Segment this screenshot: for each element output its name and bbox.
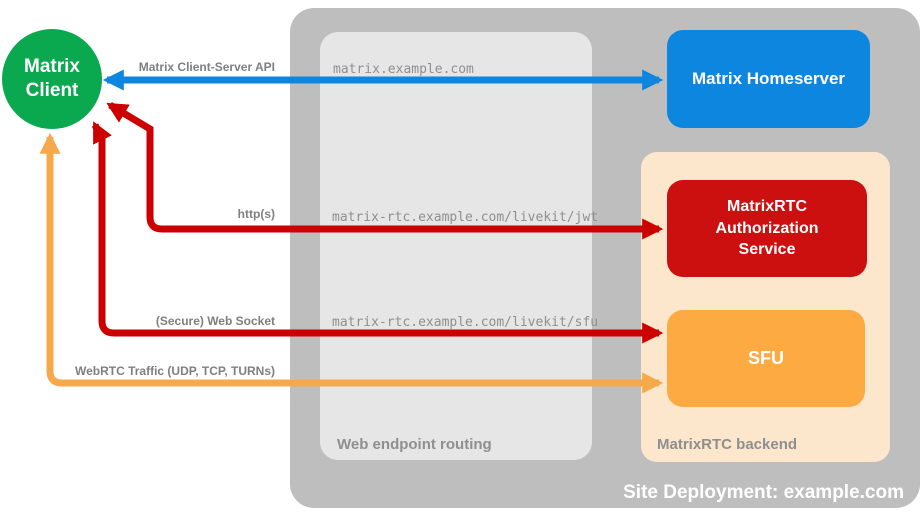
webrtc-traffic-arrow-label: WebRTC Traffic (UDP, TCP, TURNs) [74,364,275,378]
site-deployment-title: Site Deployment: example.com [623,482,904,503]
endpoint-livekit-sfu: matrix-rtc.example.com/livekit/sfu [332,315,599,330]
matrix-client-node: Matrix Client [2,29,102,129]
matrixrtc-backend-label: MatrixRTC backend [657,436,798,453]
client-server-api-arrow-label: Matrix Client-Server API [138,60,275,74]
matrix-client-label-line1: Matrix [24,56,80,78]
endpoint-livekit-jwt: matrix-rtc.example.com/livekit/jwt [332,210,599,225]
web-endpoint-routing-label: Web endpoint routing [337,436,492,453]
matrix-client-label-line2: Client [25,80,79,101]
matrix-homeserver-label: Matrix Homeserver [691,69,846,88]
websocket-arrow-label: (Secure) Web Socket [155,314,275,328]
sfu-node: SFU [667,310,865,407]
sfu-label: SFU [748,348,784,368]
https-arrow-label: http(s) [237,207,275,221]
matrixrtc-authorization-service-label: MatrixRTC Authorization Service [715,198,819,259]
endpoint-matrix-example-com: matrix.example.com [333,62,474,77]
matrixrtc-authorization-service-node: MatrixRTC Authorization Service [667,180,867,277]
web-endpoint-routing-group [320,32,592,460]
matrix-homeserver-node: Matrix Homeserver [667,30,870,128]
